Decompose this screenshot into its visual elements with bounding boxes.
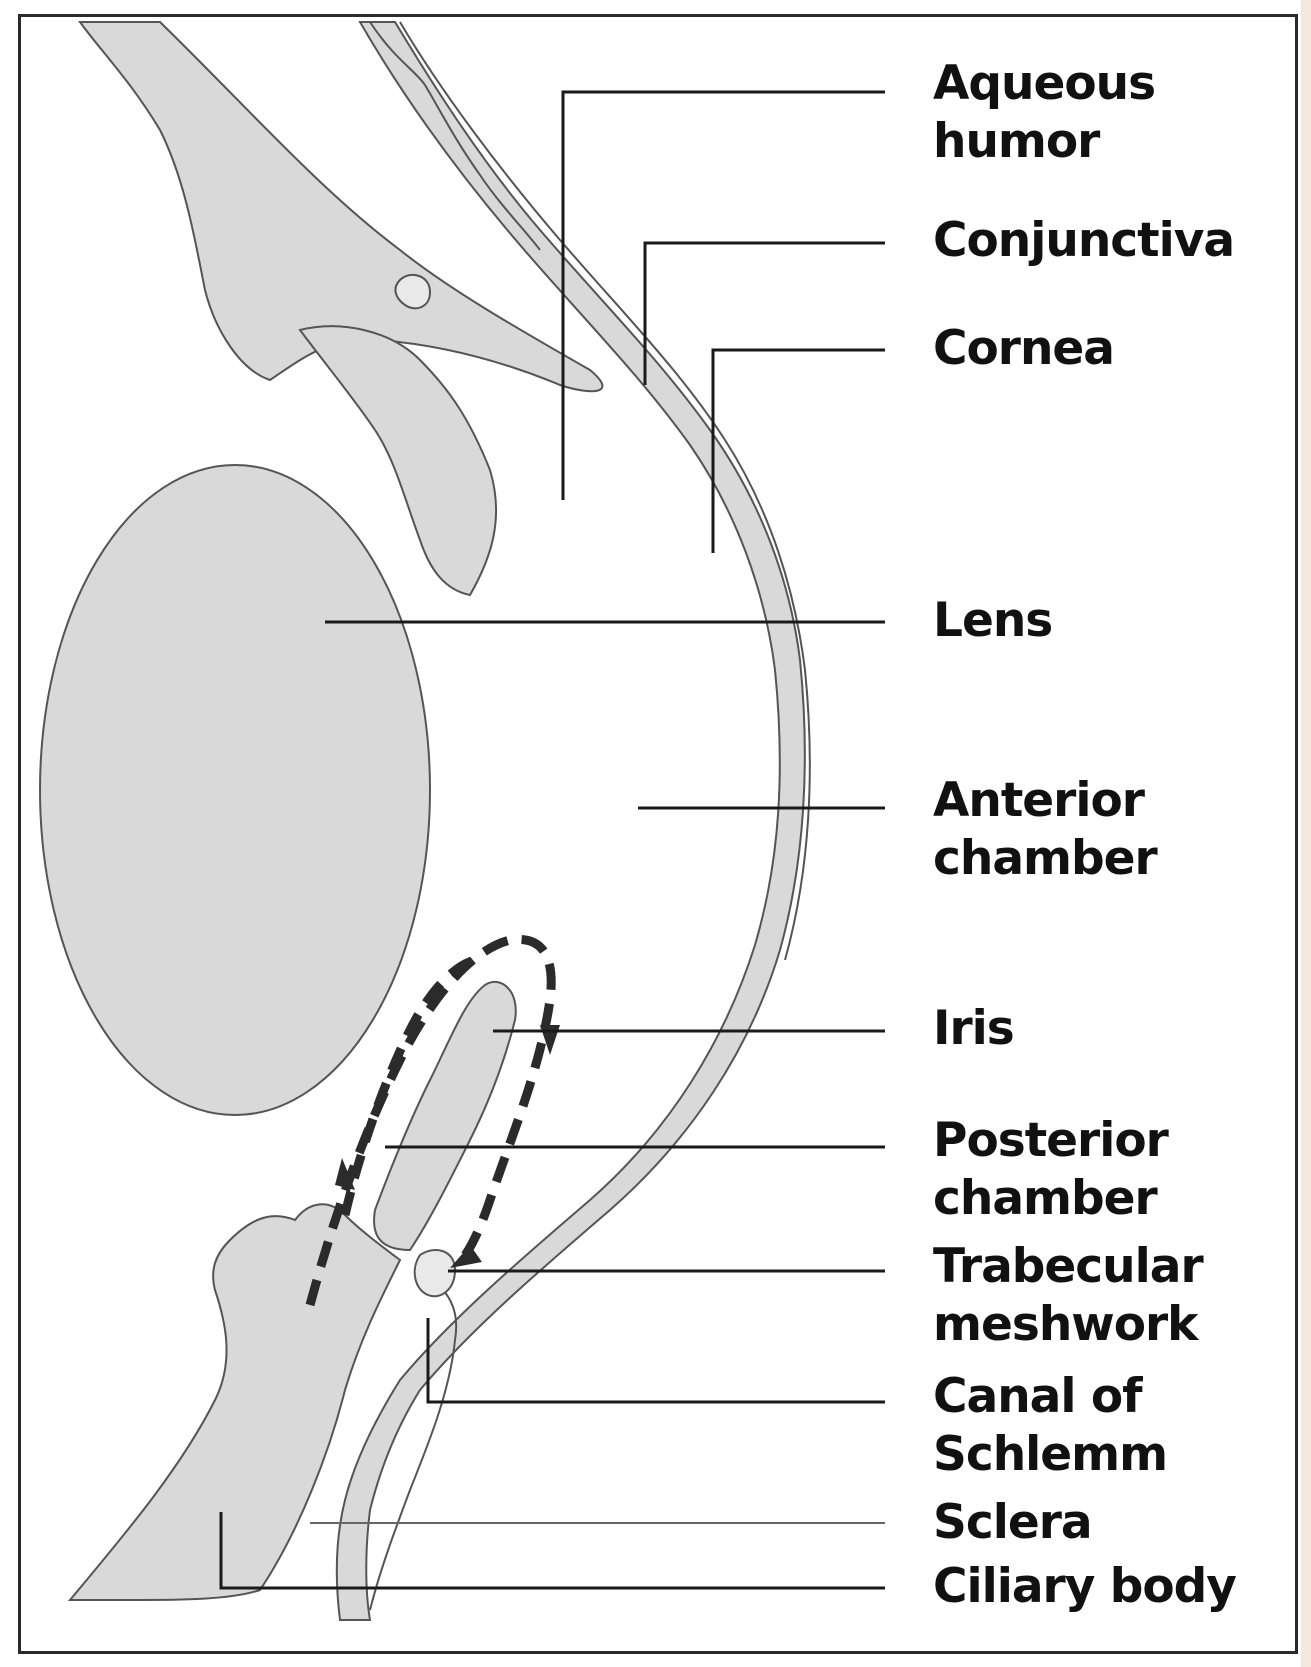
label-cornea: Cornea (933, 321, 1115, 376)
label-conjunctiva: Conjunctiva (933, 213, 1235, 268)
conjunctiva-layer-top (369, 21, 541, 251)
label-posterior-chamber: Posterior chamber (933, 1113, 1169, 1226)
aqueous-flow-path-inner (340, 955, 477, 1217)
label-canal-of-schlemm: Canal of Schlemm (933, 1369, 1168, 1482)
upper-meshwork-shape (394, 273, 432, 310)
label-anterior-chamber: Anterior chamber (933, 773, 1158, 886)
page-edge-strip (1301, 0, 1311, 1667)
leader-lines (219, 90, 885, 1590)
cornea-inner-line (399, 21, 811, 961)
leader-conjunctiva (643, 241, 885, 385)
cornea-sclera-band (335, 21, 806, 1621)
lower-iris (373, 980, 517, 1252)
lens-shape (39, 464, 431, 1116)
leader-aqueous-humor (561, 90, 885, 500)
upper-iris-fold (298, 325, 498, 597)
label-sclera: Sclera (933, 1495, 1093, 1550)
leader-canal-of-schlemm (426, 1318, 885, 1404)
label-ciliary-body: Ciliary body (933, 1559, 1237, 1614)
trabecular-meshwork-shape (413, 1249, 457, 1298)
label-iris: Iris (933, 1001, 1015, 1056)
flow-arrowhead-meshwork (450, 1245, 482, 1268)
flow-arrowhead-up (335, 1158, 355, 1190)
sclera-lower-layer (369, 1269, 458, 1611)
leader-cornea (711, 348, 885, 553)
label-aqueous-humor: Aqueous humor (933, 56, 1156, 169)
label-lens: Lens (933, 593, 1053, 648)
leader-ciliary-body (219, 1512, 885, 1590)
label-trabecular-meshwork: Trabecular meshwork (933, 1239, 1204, 1352)
upper-tissue-band (78, 21, 604, 393)
